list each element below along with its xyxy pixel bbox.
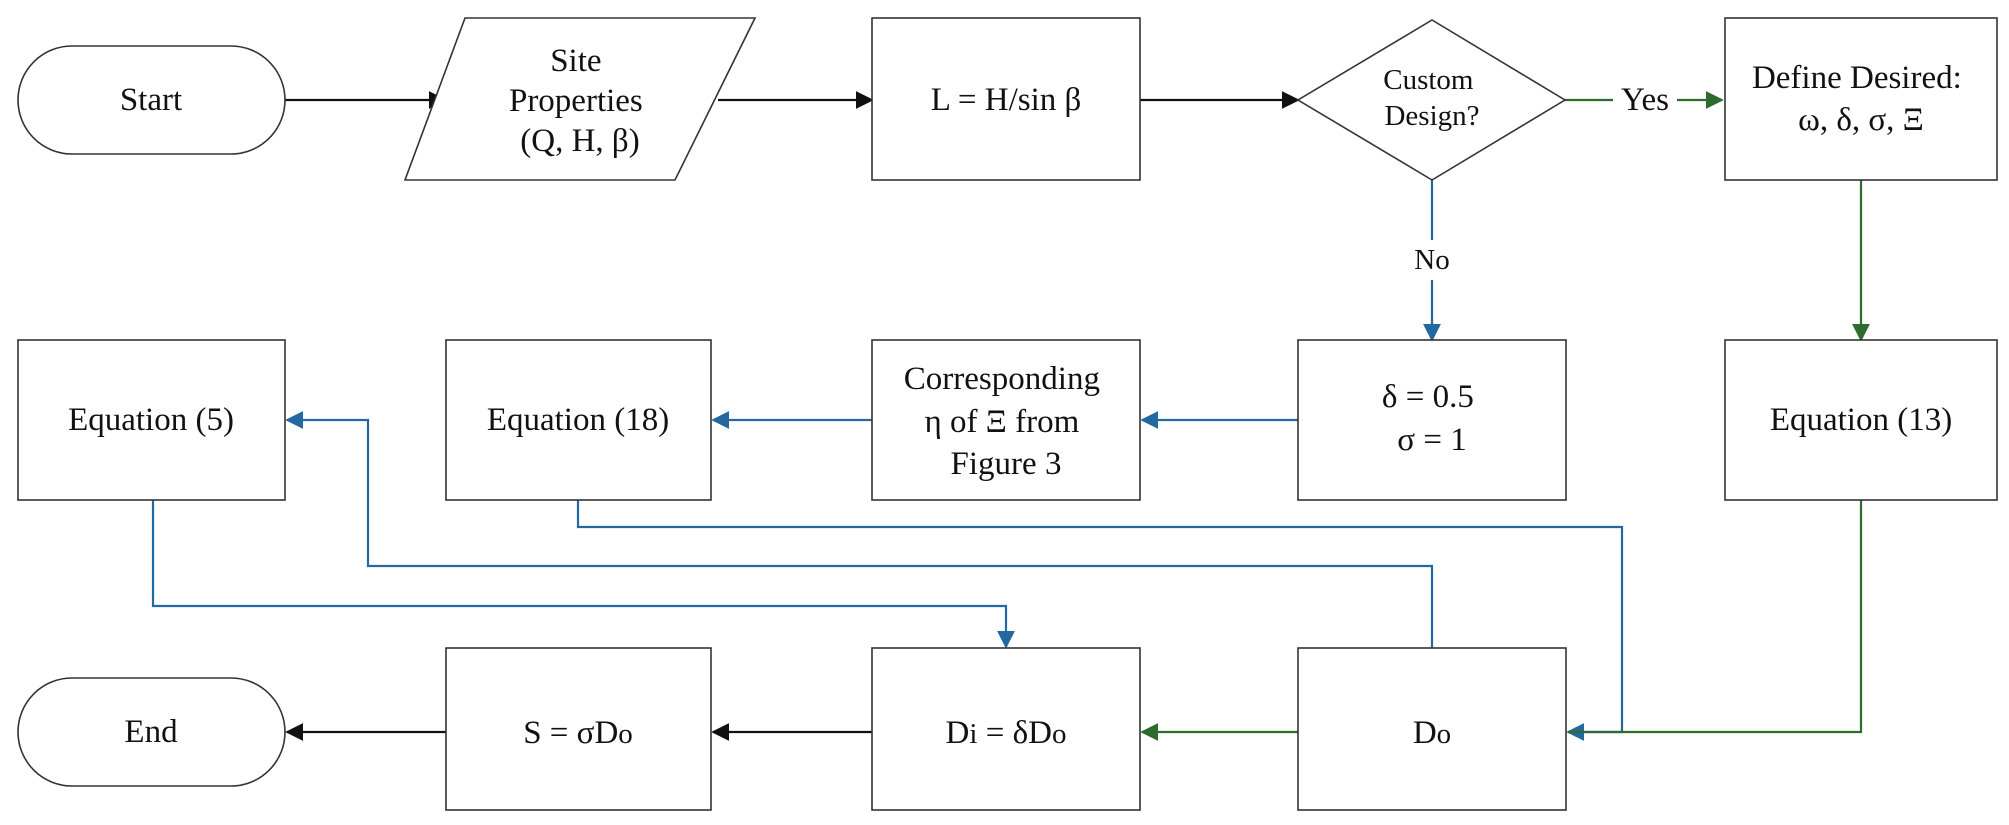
edge-do-to-eq5 xyxy=(285,411,1434,648)
equation-13-label: Equation (13) xyxy=(1770,402,1952,438)
sigma-default-line: σ = 1 xyxy=(1397,422,1466,458)
delta-sigma-defaults-node: δ = 0.5 σ = 1 xyxy=(1297,339,1567,501)
edge-eq5-to-di xyxy=(151,500,1015,649)
outer-diameter-node: Do xyxy=(1297,647,1567,811)
site-properties-line-3: (Q, H, β) xyxy=(520,123,639,159)
site-properties-label: Site Properties (Q, H, β) xyxy=(509,43,651,159)
edges xyxy=(151,91,1870,741)
end-node: End xyxy=(17,677,286,787)
corresponding-eta-node: Corresponding η of Ξ from Figure 3 xyxy=(871,339,1141,501)
delta-default-line: δ = 0.5 xyxy=(1382,379,1474,415)
equation-5-node: Equation (5) xyxy=(17,339,286,501)
end-label: End xyxy=(124,714,178,750)
start-label: Start xyxy=(120,82,182,118)
define-desired-line-2: ω, δ, σ, Ξ xyxy=(1798,102,1924,138)
equation-5-label: Equation (5) xyxy=(68,402,234,438)
corresponding-eta-line-2: η of Ξ from xyxy=(924,404,1079,440)
define-desired-label: Define Desired: ω, δ, σ, Ξ xyxy=(1752,60,1970,138)
corresponding-eta-label: Corresponding η of Ξ from Figure 3 xyxy=(904,361,1108,482)
custom-design-label: Custom Design? xyxy=(1383,64,1481,132)
equation-13-node: Equation (13) xyxy=(1724,339,1998,501)
site-properties-line-1: Site xyxy=(550,43,601,79)
inner-diameter-main-1: D xyxy=(946,715,970,751)
custom-design-decision: Custom Design? xyxy=(1296,19,1567,181)
site-properties-node: Site Properties (Q, H, β) xyxy=(403,17,757,181)
inner-diameter-formula-label: Di = δDo xyxy=(946,715,1067,751)
start-node: Start xyxy=(17,45,286,155)
custom-design-line-2: Design? xyxy=(1384,100,1479,132)
yes-label: Yes xyxy=(1621,82,1669,118)
spacing-formula-sub: o xyxy=(618,718,633,750)
inner-diameter-main-2: = δD xyxy=(977,715,1052,751)
length-formula-label: L = H/sin β xyxy=(931,82,1082,118)
equation-18-label: Equation (18) xyxy=(487,402,669,438)
inner-diameter-formula-node: Di = δDo xyxy=(871,647,1141,811)
corresponding-eta-line-1: Corresponding xyxy=(904,361,1100,397)
define-desired-line-1: Define Desired: xyxy=(1752,60,1962,96)
spacing-formula-node: S = σDo xyxy=(445,647,712,811)
edge-eq13-to-do xyxy=(1568,500,1863,734)
spacing-formula-label: S = σDo xyxy=(523,715,633,751)
inner-diameter-sub-2: o xyxy=(1052,718,1067,750)
inner-diameter-sub-1: i xyxy=(969,718,977,750)
outer-diameter-main: D xyxy=(1413,715,1437,751)
equation-18-node: Equation (18) xyxy=(445,339,712,501)
delta-sigma-defaults-label: δ = 0.5 σ = 1 xyxy=(1382,379,1482,458)
outer-diameter-label: Do xyxy=(1413,715,1451,751)
outer-diameter-sub: o xyxy=(1437,718,1452,750)
define-desired-node: Define Desired: ω, δ, σ, Ξ xyxy=(1724,17,1998,181)
site-properties-line-2: Properties xyxy=(509,83,643,119)
length-formula-node: L = H/sin β xyxy=(871,17,1141,181)
custom-design-line-1: Custom xyxy=(1383,64,1474,96)
corresponding-eta-line-3: Figure 3 xyxy=(951,446,1062,482)
no-label: No xyxy=(1414,244,1449,276)
spacing-formula-main: S = σD xyxy=(523,715,618,751)
